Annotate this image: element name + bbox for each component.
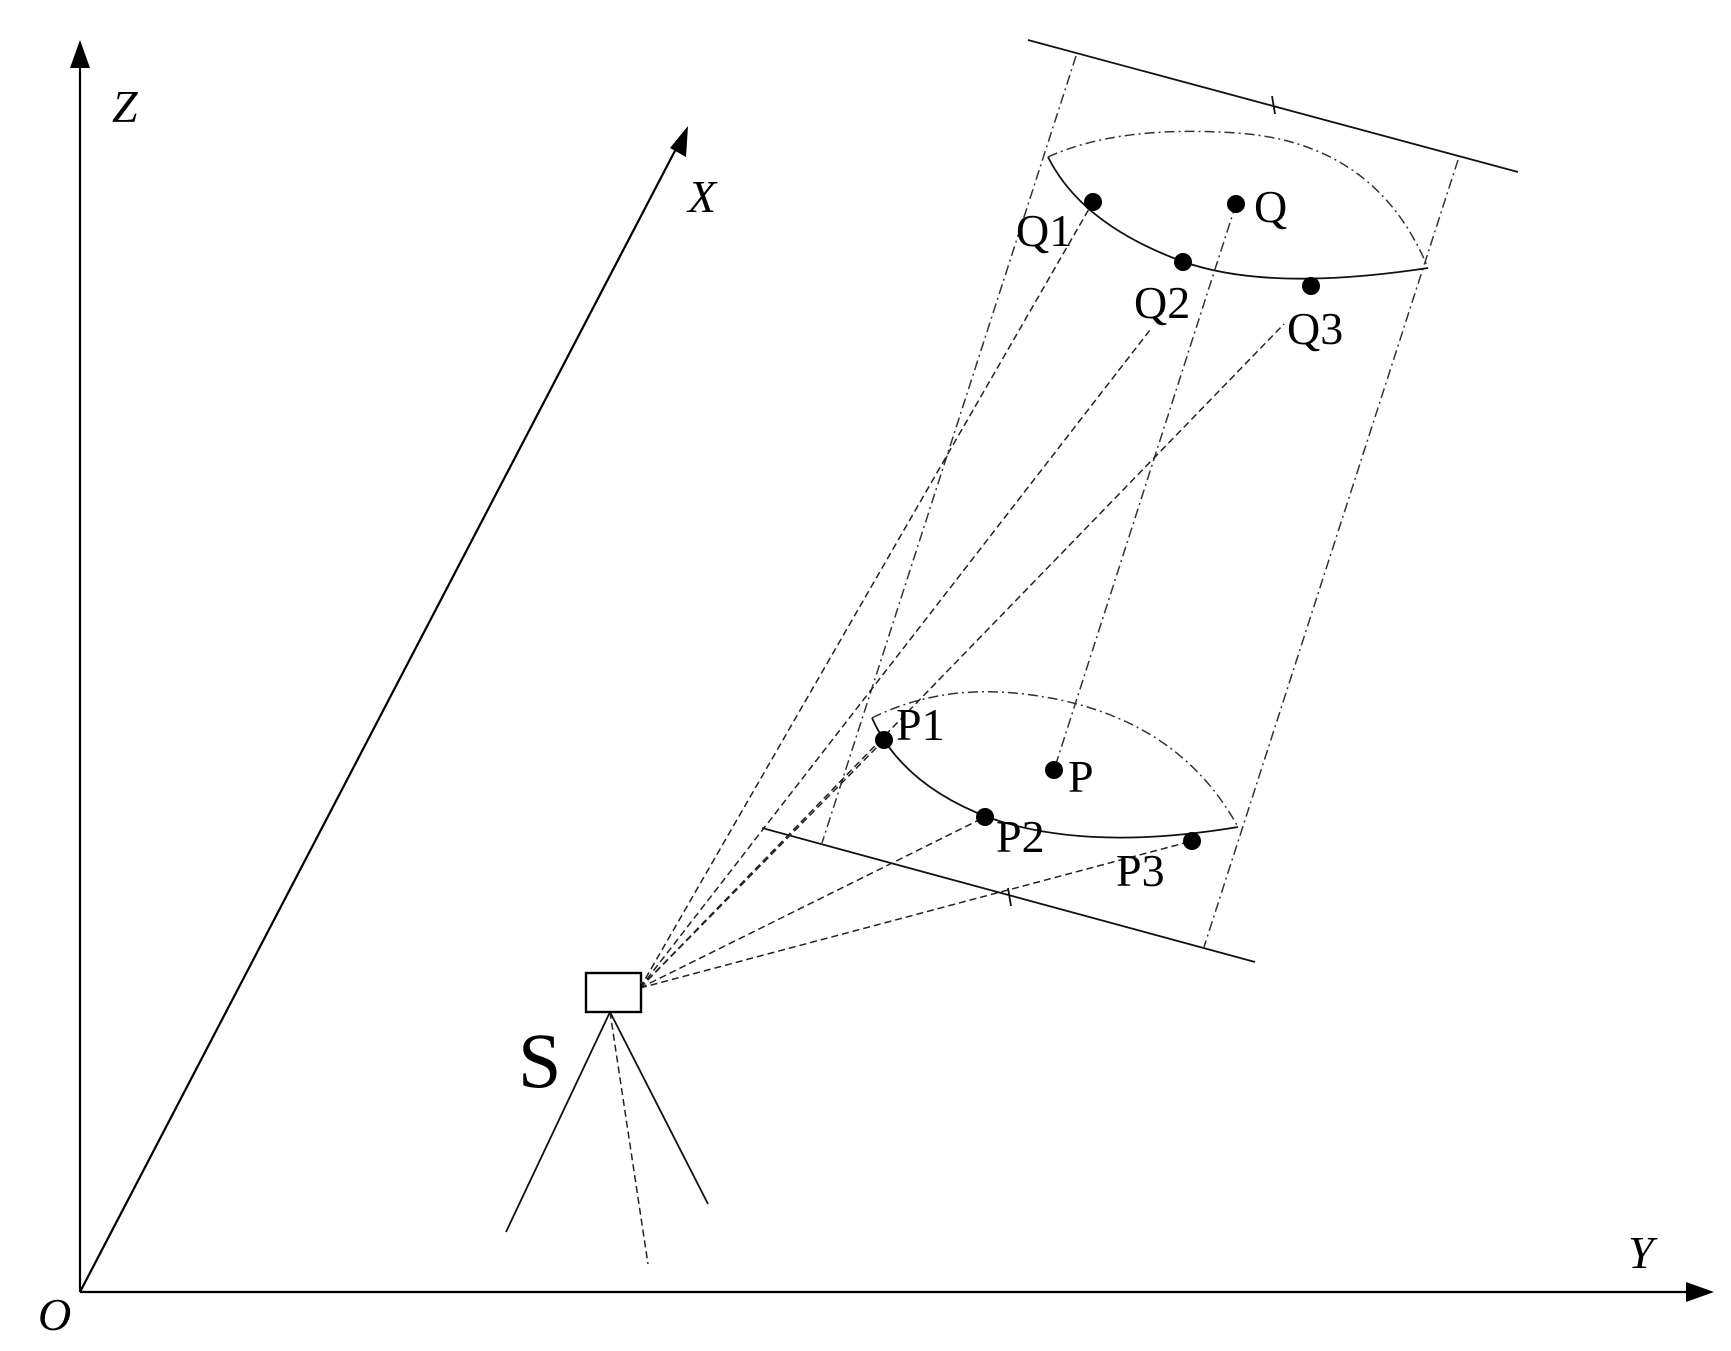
origin-label: O xyxy=(38,1289,71,1340)
label-p2: P2 xyxy=(996,811,1045,862)
sight-line-q1 xyxy=(639,201,1094,989)
bottom-section-points: P1 P2 P3 P xyxy=(875,699,1201,896)
z-axis-label: Z xyxy=(112,81,138,132)
label-p: P xyxy=(1068,751,1094,802)
station-label: S xyxy=(518,1017,561,1104)
label-q2: Q2 xyxy=(1134,277,1190,328)
sight-line-p2 xyxy=(639,816,986,989)
point-q xyxy=(1227,195,1245,213)
sight-line-q3 xyxy=(639,323,1285,989)
top-section-back-arc xyxy=(1047,130,1429,269)
label-q3: Q3 xyxy=(1287,303,1343,354)
cylinder-axis-pq xyxy=(1053,203,1237,771)
label-q1: Q1 xyxy=(1016,205,1072,256)
point-p1 xyxy=(875,731,893,749)
sight-line-p3 xyxy=(639,840,1193,989)
z-axis-arrowhead xyxy=(70,40,90,68)
point-p xyxy=(1045,761,1063,779)
cylinder-right-generator xyxy=(1203,159,1459,948)
y-axis-label: Y xyxy=(1628,1227,1658,1278)
bottom-section-front-arc xyxy=(871,717,1239,839)
instrument-box-icon xyxy=(584,971,643,1014)
y-axis-arrowhead xyxy=(1686,1282,1714,1302)
tripod-left-leg xyxy=(505,1011,611,1233)
point-p3 xyxy=(1183,832,1201,850)
x-axis xyxy=(79,144,679,1293)
label-p3: P3 xyxy=(1116,845,1165,896)
tripod-right-leg xyxy=(609,1011,709,1205)
coordinate-axes: Z X Y O xyxy=(38,40,1714,1340)
x-axis-arrowhead xyxy=(670,126,688,157)
bottom-section-back-arc xyxy=(871,690,1239,828)
sight-line-q2 xyxy=(639,329,1151,989)
cylinder xyxy=(761,39,1519,963)
label-q: Q xyxy=(1254,181,1287,232)
x-axis-label: X xyxy=(686,171,718,222)
sight-line-p1 xyxy=(639,739,885,989)
cylinder-left-generator xyxy=(821,55,1077,844)
point-q2 xyxy=(1174,253,1192,271)
tripod-center-leg xyxy=(609,1011,649,1265)
label-p1: P1 xyxy=(896,699,945,750)
sight-lines xyxy=(639,201,1285,989)
top-section-front-arc xyxy=(1047,156,1429,280)
top-section-points: Q1 Q2 Q3 Q xyxy=(1016,181,1343,354)
point-q1 xyxy=(1084,193,1102,211)
top-bounding-tick xyxy=(1271,95,1276,115)
point-p2 xyxy=(976,808,994,826)
bottom-bounding-tick xyxy=(1007,887,1012,907)
point-q3 xyxy=(1302,277,1320,295)
instrument-station: S xyxy=(505,971,709,1265)
